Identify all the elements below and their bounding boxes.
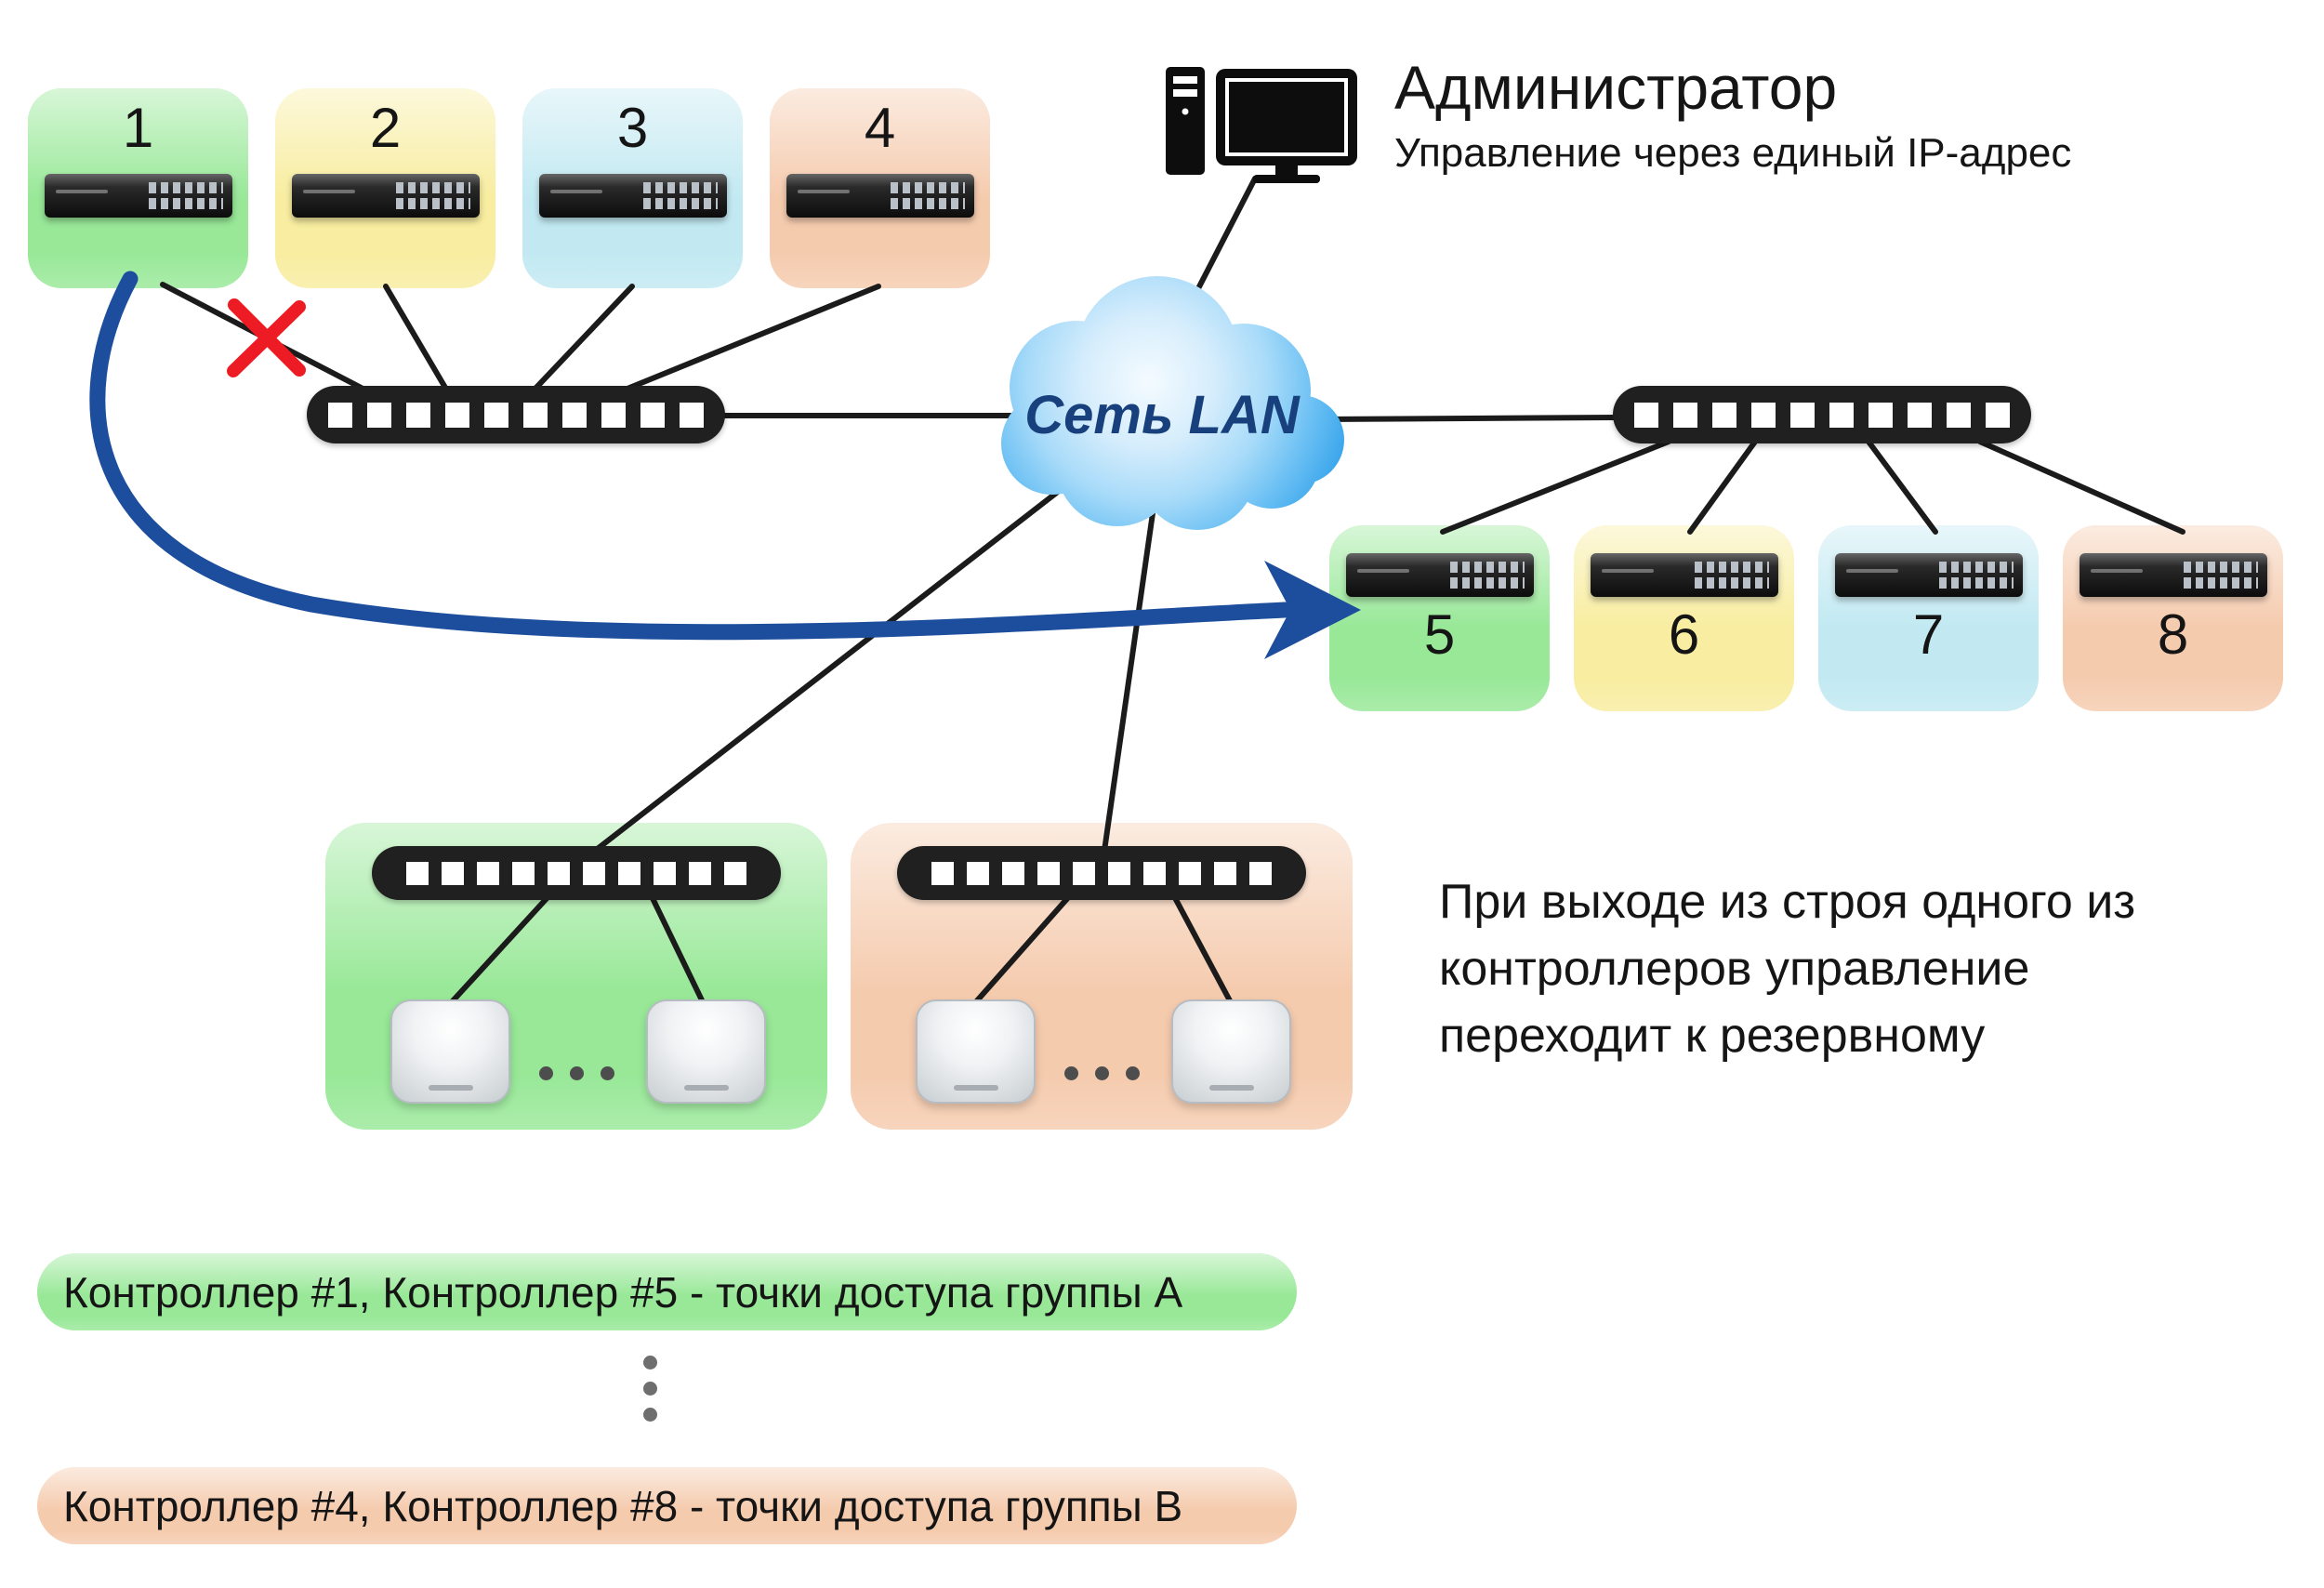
controller-box-7: 7 [1818, 525, 2039, 711]
controller-device-icon [538, 174, 727, 218]
access-point-icon [390, 999, 510, 1104]
controller-device-icon [786, 174, 974, 218]
ap-switch-icon [372, 846, 781, 900]
switch-left-icon [307, 386, 725, 443]
controller-box-4: 4 [770, 88, 990, 288]
controller-box-8: 8 [2063, 525, 2283, 711]
controller-number: 4 [864, 97, 896, 159]
controller-number: 2 [369, 97, 402, 159]
failover-note: При выходе из строя одного из контроллер… [1439, 875, 2136, 1063]
access-point-icon [916, 999, 1036, 1104]
switch-ports [406, 861, 746, 885]
controller-number: 6 [1668, 603, 1700, 666]
more-access-points-dots [539, 1066, 614, 1080]
legend-group-a: Контроллер #1, Контроллер #5 - точки дос… [37, 1253, 1297, 1330]
controller-number: 8 [2157, 603, 2189, 666]
switch-right-icon [1613, 386, 2031, 443]
controller-device-icon [1834, 553, 2023, 597]
legend-group-b-label: Контроллер #4, Контроллер #8 - точки дос… [63, 1481, 1183, 1530]
red-x-icon [227, 298, 306, 377]
more-access-points-dots [1064, 1066, 1140, 1080]
controller-device-icon [1590, 553, 1778, 597]
controller-device-icon [291, 174, 480, 218]
access-point-icon [646, 999, 766, 1104]
controller-device-icon [2079, 553, 2267, 597]
switch-ports [328, 402, 704, 428]
lan-cloud-label: Сеть LAN [1024, 385, 1300, 445]
switch-ports [931, 861, 1272, 885]
admin-text-block: Администратор Управление через единый IP… [1394, 53, 2072, 177]
controller-device-icon [1345, 553, 1534, 597]
controller-number: 1 [122, 97, 154, 159]
legend-ellipsis-dots [643, 1356, 657, 1422]
admin-subtitle: Управление через единый IP-адрес [1394, 129, 2072, 176]
controller-box-1: 1 [28, 88, 248, 288]
controller-box-5: 5 [1329, 525, 1550, 711]
controller-box-6: 6 [1574, 525, 1794, 711]
controller-number: 5 [1423, 603, 1456, 666]
ap-group-a [325, 823, 827, 1130]
legend-group-a-label: Контроллер #1, Контроллер #5 - точки дос… [63, 1267, 1183, 1317]
controller-device-icon [44, 174, 232, 218]
admin-computer-icon [1164, 61, 1370, 189]
lan-cloud: Сеть LAN [967, 274, 1357, 553]
ap-group-b [851, 823, 1353, 1130]
ap-switch-icon [897, 846, 1306, 900]
access-point-icon [1171, 999, 1291, 1104]
controller-number: 7 [1912, 603, 1945, 666]
controller-box-2: 2 [275, 88, 495, 288]
switch-ports [1634, 402, 2010, 428]
legend-group-b: Контроллер #4, Контроллер #8 - точки дос… [37, 1467, 1297, 1544]
controller-number: 3 [616, 97, 649, 159]
admin-title: Администратор [1394, 53, 1838, 122]
controller-box-3: 3 [522, 88, 743, 288]
